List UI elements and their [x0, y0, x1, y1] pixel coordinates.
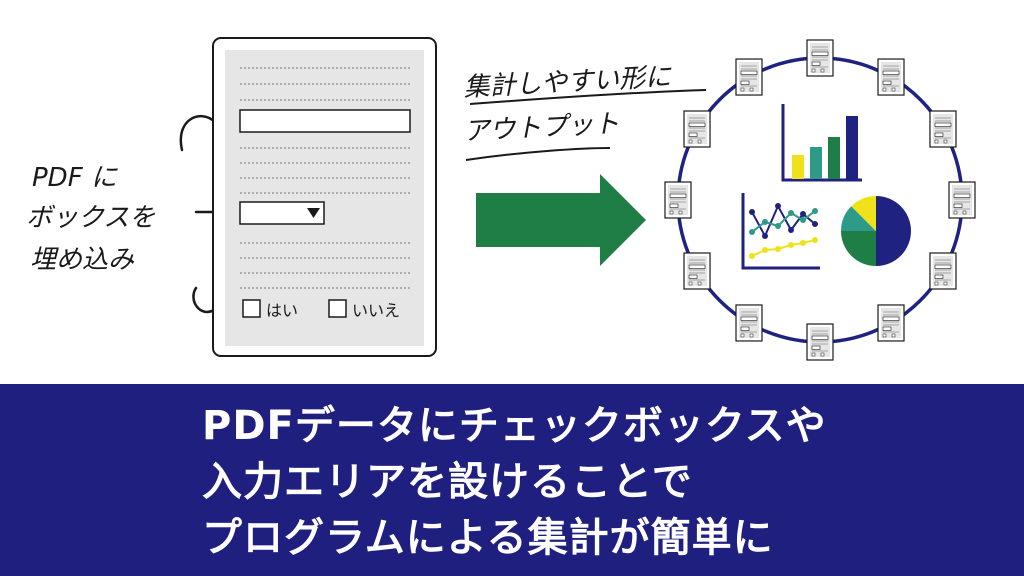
annotation-line-2: ボックスを: [26, 203, 155, 233]
pie-slice: [876, 196, 911, 266]
document-icon: [948, 181, 976, 219]
bottom-banner: PDFデータにチェックボックスや 入力エリアを設けることで プログラムによる集計…: [0, 384, 1024, 576]
document-icon: [664, 181, 692, 219]
document-icon: [929, 110, 957, 148]
pdf-form-document: はい いいえ: [212, 37, 437, 357]
checkbox-group: はい いいえ: [242, 299, 400, 320]
annotation-line-1: PDF に: [32, 163, 118, 193]
checkbox-yes: [242, 299, 261, 318]
document-ring: [676, 56, 964, 344]
pie-chart-icon: [841, 196, 911, 266]
bar-mark: [846, 116, 858, 179]
checkbox-no-label: いいえ: [352, 301, 400, 320]
document-icon: [683, 110, 711, 148]
document-icon: [806, 39, 834, 77]
annotation-output-line-2: アウトプット: [463, 109, 620, 147]
form-text-lines: [240, 67, 410, 289]
banner-line-1: PDFデータにチェックボックスや: [202, 403, 827, 449]
document-icon: [735, 58, 763, 96]
pie-slice: [851, 196, 876, 231]
checkbox-no: [328, 299, 347, 318]
dropdown-field: [239, 201, 325, 225]
document-icon: [877, 304, 905, 342]
banner-line-2: 入力エリアを設けることで: [202, 459, 693, 505]
bar-mark: [810, 147, 822, 179]
pie-slice: [841, 206, 876, 231]
line-chart-icon: [741, 193, 820, 270]
bar-mark: [792, 155, 804, 179]
form-page: [225, 50, 424, 346]
right-annotation: 集計しやすい形に アウトプット: [463, 62, 707, 161]
document-icon: [683, 252, 711, 290]
banner-line-3: プログラムによる集計が簡単に: [202, 515, 774, 561]
annotation-line-3: 埋め込み: [30, 245, 135, 275]
document-icons: [664, 39, 976, 361]
annotation-underline-2: [465, 147, 611, 161]
document-icon: [735, 304, 763, 342]
pie-slice: [841, 231, 876, 266]
document-icon: [877, 58, 905, 96]
document-icon: [806, 323, 834, 361]
text-input-field: [239, 109, 411, 133]
checkbox-yes-label: はい: [266, 301, 298, 320]
bar-mark: [828, 137, 840, 179]
right-arrow-icon: [476, 174, 646, 266]
document-icon: [929, 252, 957, 290]
annotation-underline-1: [469, 89, 707, 105]
left-annotation: PDF に ボックスを 埋め込み: [26, 163, 155, 275]
bar-chart-icon: [781, 104, 862, 182]
output-diagram: [664, 39, 976, 361]
dropdown-triangle-icon: [307, 208, 320, 218]
